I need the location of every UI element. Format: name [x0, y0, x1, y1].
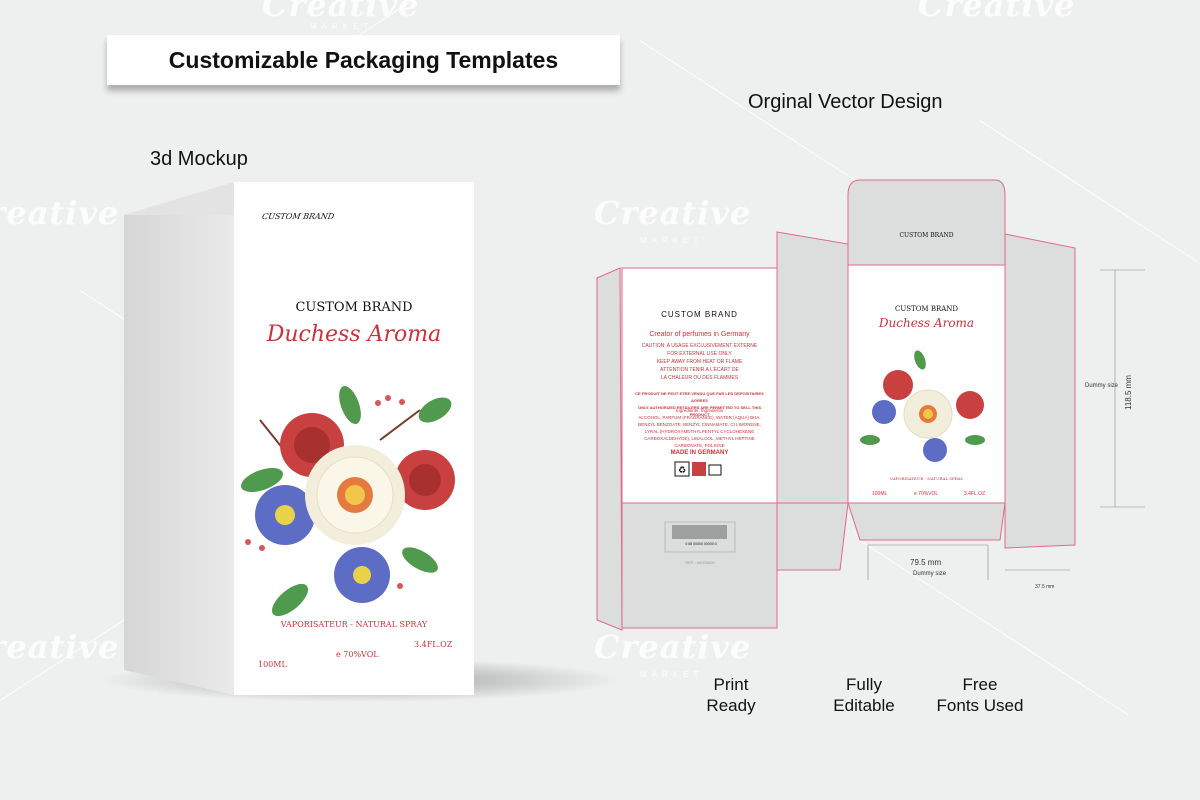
dim-width: 79.5 mm [910, 558, 942, 567]
recycle-icons: ♻ [674, 461, 722, 477]
watermark-text: Creative [262, 0, 420, 24]
back-line: KEEP AWAY FROM HEAT OR FLAME [656, 359, 743, 365]
dim-width-note: Dummy size [913, 571, 947, 577]
back-line: FOR EXTERNAL USE ONLY [667, 351, 732, 357]
svg-text:♻: ♻ [678, 466, 686, 476]
mockup-volume-ml: 100ML [258, 660, 287, 669]
back-line: LA CHALEUR OU DES FLAMMES [660, 375, 739, 381]
feature-line: Free [962, 675, 998, 694]
dimension-lines [867, 269, 1145, 580]
dieline-tagline: VAPORISATEUR - NATURAL SPRAY [889, 476, 964, 481]
banner-title: Customizable Packaging Templates [107, 35, 620, 85]
watermark-text: Creative [0, 194, 120, 232]
back-brand: CUSTOM BRAND [661, 310, 738, 319]
dieline-volume-oz: 3.4FL.OZ [964, 491, 986, 497]
dieline-flower-illustration [860, 350, 985, 462]
feature-free-fonts: Free Fonts Used [930, 674, 1030, 716]
watermark-sub: MARKET [310, 22, 374, 31]
dieline-top-flap [847, 179, 1006, 266]
ref-number: REF : 00000000 [685, 560, 715, 565]
dieline-top-brand: CUSTOM BRAND [899, 232, 954, 239]
back-line: CAUTION: A USAGE EXCLUSIVEMENT EXTERNE [641, 343, 758, 349]
watermark-text: Creative [594, 194, 752, 232]
dieline-alcohol: e 70%VOL [914, 491, 939, 497]
mockup-alcohol: e 70%VOL [336, 650, 379, 659]
back-notice-2: ONLY AUTHORIZED RETAILERS ARE PERMITTED … [637, 405, 762, 417]
watermark-text: Creative [918, 0, 1076, 24]
dieline-product: Duchess Aroma [878, 316, 975, 330]
dieline-volume-ml: 100ML [872, 491, 888, 497]
ingredients-text: ALCOHOL, PARFUM (FRAGRANCE), WATER (AQUA… [638, 415, 761, 448]
dim-depth: 37.5 mm [1035, 584, 1055, 590]
box-side [124, 182, 234, 695]
dim-height: 118.5 mm [1124, 375, 1133, 410]
vector-label: Orginal Vector Design [748, 91, 943, 113]
watermark-text: Creative [594, 628, 752, 666]
ingredients-title: Ingredients: Ingredients [675, 408, 724, 413]
mockup-tagline: VAPORISATEUR - NATURAL SPRAY [280, 620, 428, 629]
dieline-brand: CUSTOM BRAND [894, 305, 959, 313]
feature-line: Fonts Used [936, 696, 1024, 715]
mockup-label: 3d Mockup [150, 148, 248, 170]
feature-line: Print [713, 675, 749, 694]
back-line: ATTENTION TENIR A L'ECART DE [660, 367, 739, 373]
feature-line: Ready [706, 696, 756, 715]
feature-line: Fully [846, 675, 882, 694]
barcode: 0 65 00000 00000 0 [685, 542, 717, 546]
feature-print-ready: Print Ready [690, 674, 772, 716]
feature-fully-editable: Fully Editable [823, 674, 905, 716]
mockup-product: Duchess Aroma [266, 322, 442, 347]
back-tagline: Creator of perfumes in Germany [649, 331, 750, 338]
back-notice-1: CE PRODUIT NE PEUT ETRE VENDU QUE PAR LE… [635, 391, 764, 403]
dieline-front-panel [847, 264, 1006, 504]
dim-height-note: Dummy size [1085, 383, 1119, 389]
mockup-flower-illustration [241, 385, 455, 617]
watermark-sub: MARKET [640, 236, 704, 245]
made-in: MADE IN GERMANY [670, 450, 729, 456]
back-caution-block: CAUTION: A USAGE EXCLUSIVEMENT EXTERNE F… [628, 342, 771, 382]
mockup-brand: CUSTOM BRAND [295, 300, 413, 315]
mockup-volume-oz: 3.4FL.OZ [414, 640, 453, 649]
feature-line: Editable [833, 696, 895, 715]
back-notice: CE PRODUIT NE PEUT ETRE VENDU QUE PAR LE… [628, 390, 771, 418]
back-ingredients: Ingredients: Ingredients ALCOHOL, PARFUM… [632, 407, 767, 449]
watermark-sub: MARKET [640, 670, 704, 679]
watermark-text: Creative [0, 628, 120, 666]
